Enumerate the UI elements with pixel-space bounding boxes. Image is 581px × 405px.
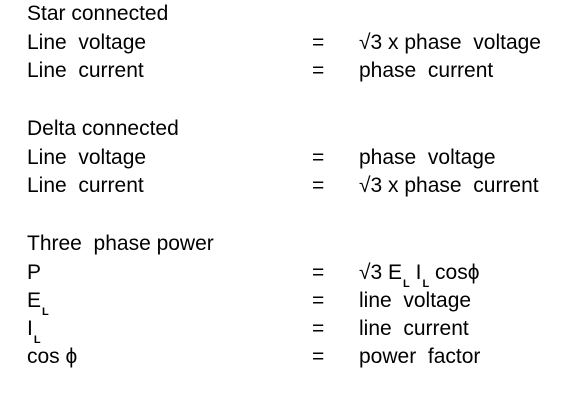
power-pf-equals: = xyxy=(312,345,325,368)
star-line-current-label: Line current xyxy=(27,59,144,82)
power-p-equals: = xyxy=(312,261,325,284)
power-il-equals: = xyxy=(312,317,325,340)
power-il-label: IL xyxy=(27,315,41,346)
delta-line-current-row: Line current = √3 x phase current xyxy=(0,172,581,200)
delta-line-current-equals: = xyxy=(312,174,325,197)
delta-heading: Delta connected xyxy=(27,117,179,140)
power-el-sub: L xyxy=(42,306,49,318)
power-el-label: EL xyxy=(27,287,49,318)
delta-line-current-value: √3 x phase current xyxy=(359,174,539,197)
power-p-row: P = √3 EL IL cosϕ xyxy=(0,259,581,290)
star-line-voltage-row: Line voltage = √3 x phase voltage xyxy=(0,29,581,57)
power-p-label: P xyxy=(27,261,42,284)
power-il-row: IL = line current xyxy=(0,315,581,346)
power-el-value: line voltage xyxy=(359,289,472,312)
power-il-value: line current xyxy=(359,317,469,340)
star-heading: Star connected xyxy=(27,2,169,25)
star-line-current-value: phase current xyxy=(359,59,494,82)
delta-line-current-label: Line current xyxy=(27,174,144,197)
delta-line-voltage-label: Line voltage xyxy=(27,146,147,169)
delta-line-voltage-equals: = xyxy=(312,146,325,169)
star-line-voltage-label: Line voltage xyxy=(27,31,147,54)
power-el-base: E xyxy=(27,289,42,312)
power-heading: Three phase power xyxy=(27,232,214,255)
power-p-sub-l1: L xyxy=(403,278,410,290)
power-il-base: I xyxy=(27,317,33,340)
delta-line-voltage-value: phase voltage xyxy=(359,146,496,169)
power-pf-row: cos ϕ = power factor xyxy=(0,343,581,371)
power-p-sub-l2: L xyxy=(422,278,430,290)
star-line-voltage-equals: = xyxy=(312,31,325,54)
power-p-formula: √3 EL IL cosϕ xyxy=(359,259,479,290)
star-line-voltage-value: √3 x phase voltage xyxy=(359,31,541,54)
power-el-row: EL = line voltage xyxy=(0,287,581,318)
power-il-sub: L xyxy=(33,334,41,346)
star-line-current-equals: = xyxy=(312,59,325,82)
power-pf-label: cos ϕ xyxy=(27,345,78,368)
power-p-i: I xyxy=(409,261,422,284)
power-p-phi: ϕ xyxy=(467,261,480,284)
power-p-cos: cos xyxy=(429,261,468,284)
power-el-equals: = xyxy=(312,289,325,312)
power-pf-value: power factor xyxy=(359,345,481,368)
star-line-current-row: Line current = phase current xyxy=(0,57,581,85)
power-p-root-e: √3 E xyxy=(359,261,403,284)
delta-line-voltage-row: Line voltage = phase voltage xyxy=(0,144,581,172)
